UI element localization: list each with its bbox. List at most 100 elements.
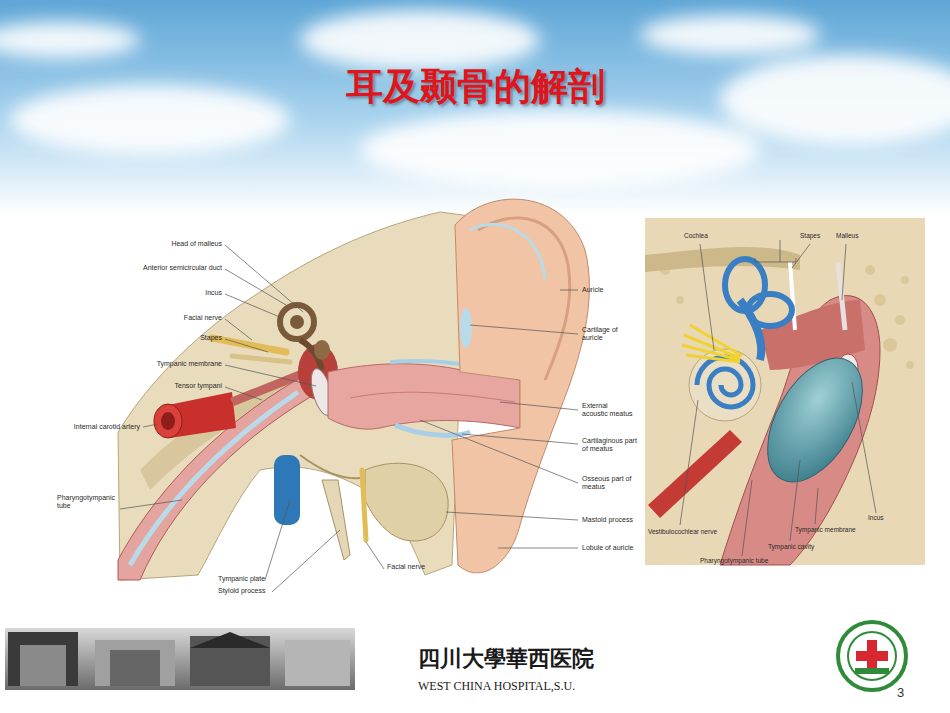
illustration-shape <box>901 276 909 284</box>
illustration-shape <box>390 361 470 366</box>
part-label: Cochlea <box>684 232 708 239</box>
illustration-shape <box>300 10 540 70</box>
illustration-shape <box>225 387 262 400</box>
part-label: Tympanic cavity <box>768 543 814 550</box>
inner-ear-illustration <box>645 218 925 565</box>
illustration-shape <box>365 463 448 541</box>
illustration-shape <box>848 632 896 680</box>
sky-background <box>0 0 950 215</box>
illustration-shape <box>462 434 578 444</box>
part-label: Tensor tympani <box>175 382 222 390</box>
illustration-shape <box>225 294 282 318</box>
part-label: Malleus <box>836 232 858 239</box>
part-label: Pharyngotympanic tube <box>700 557 768 564</box>
part-label: Tympanic plate <box>218 575 265 583</box>
illustration-shape <box>500 402 578 410</box>
illustration-shape <box>420 420 578 483</box>
illustration-shape <box>855 668 889 674</box>
illustration-shape <box>560 290 578 291</box>
illustration-shape <box>0 22 140 58</box>
illustration-shape <box>143 424 158 427</box>
part-label: Stapes <box>800 232 820 239</box>
illustration-shape <box>720 55 950 145</box>
part-label: Incus <box>205 289 222 297</box>
part-label: External acoustic meatus <box>582 402 634 418</box>
illustration-shape <box>883 338 897 352</box>
illustration-shape <box>110 650 160 686</box>
part-label: Vestibulocochlear nerve <box>648 528 717 535</box>
illustration-shape <box>682 325 742 362</box>
illustration-shape <box>225 319 252 340</box>
illustration-shape <box>680 400 698 525</box>
part-label: Auricle <box>582 286 603 294</box>
illustration-shape <box>725 259 792 326</box>
illustration-shape <box>230 370 304 406</box>
illustration-shape <box>362 470 366 540</box>
illustration-shape <box>748 342 882 498</box>
illustration-shape <box>856 651 888 661</box>
part-label: Lobule of auricle <box>582 544 633 552</box>
footer-photos <box>5 628 355 690</box>
illustration-shape <box>470 325 578 334</box>
illustration-shape <box>322 480 350 560</box>
hospital-name-english: WEST CHINA HOSPITAL,S.U. <box>418 680 575 694</box>
illustration-shape <box>697 357 753 407</box>
illustration-shape <box>645 218 925 565</box>
illustration-shape <box>8 632 78 686</box>
illustration-shape <box>225 339 268 352</box>
illustration-shape <box>10 85 290 155</box>
illustration-shape <box>350 392 515 402</box>
part-label: Cartilage of auricle <box>582 326 624 342</box>
outer-ear-illustration <box>118 199 589 580</box>
illustration-shape <box>225 245 303 312</box>
page-number: 3 <box>897 686 904 701</box>
illustration-shape <box>265 500 290 580</box>
illustration-shape <box>470 224 545 280</box>
illustration-shape <box>118 378 312 580</box>
illustration-shape <box>314 340 330 360</box>
illustration-shape <box>645 247 800 272</box>
part-label: Incus <box>868 514 884 521</box>
illustration-shape <box>272 530 340 592</box>
illustration-shape <box>906 361 914 369</box>
illustration-shape <box>154 404 182 438</box>
hospital-name: 四川大學華西医院 <box>418 646 594 671</box>
illustration-shape <box>366 542 384 569</box>
illustration-shape <box>640 15 820 55</box>
illustration-shape <box>130 392 298 565</box>
illustration-shape <box>865 265 875 275</box>
illustration-shape <box>895 315 905 325</box>
illustration-shape <box>274 455 300 525</box>
illustration-shape <box>842 244 846 300</box>
illustration-shape <box>498 548 578 549</box>
illustration-shape <box>838 622 906 690</box>
part-label: Cartilaginous part of meatus <box>582 437 638 453</box>
part-label: Facial nerve <box>184 314 222 322</box>
illustration-shape <box>290 315 304 329</box>
part-label: Pharyngotympanic tube <box>57 494 119 510</box>
part-label: Mastoid process <box>582 516 633 524</box>
illustration-shape <box>792 244 810 268</box>
illustration-shape <box>446 512 578 520</box>
part-label: Stapes <box>200 334 222 342</box>
illustration-shape <box>20 645 66 686</box>
illustration-shape <box>852 382 876 513</box>
illustration-shape <box>212 338 286 352</box>
part-label: Head of malleus <box>171 240 222 248</box>
part-label: Facial nerve <box>387 563 425 571</box>
illustration-shape <box>360 110 760 190</box>
illustration-shape <box>225 269 286 305</box>
illustration-shape <box>280 305 314 339</box>
illustration-shape <box>120 500 182 509</box>
part-label: Styloid process <box>218 587 265 595</box>
illustration-shape <box>161 412 175 430</box>
illustration-shape <box>460 308 472 348</box>
illustration-shape <box>95 640 175 686</box>
part-label: Tympanic membrane <box>157 360 222 368</box>
illustration-shape <box>648 430 742 518</box>
illustration-shape <box>815 488 818 524</box>
part-label: Tympanic membrane <box>795 526 856 533</box>
illustration-shape <box>232 356 290 362</box>
part-label: Anterior semicircular duct <box>143 264 222 272</box>
illustration-shape <box>225 365 316 386</box>
